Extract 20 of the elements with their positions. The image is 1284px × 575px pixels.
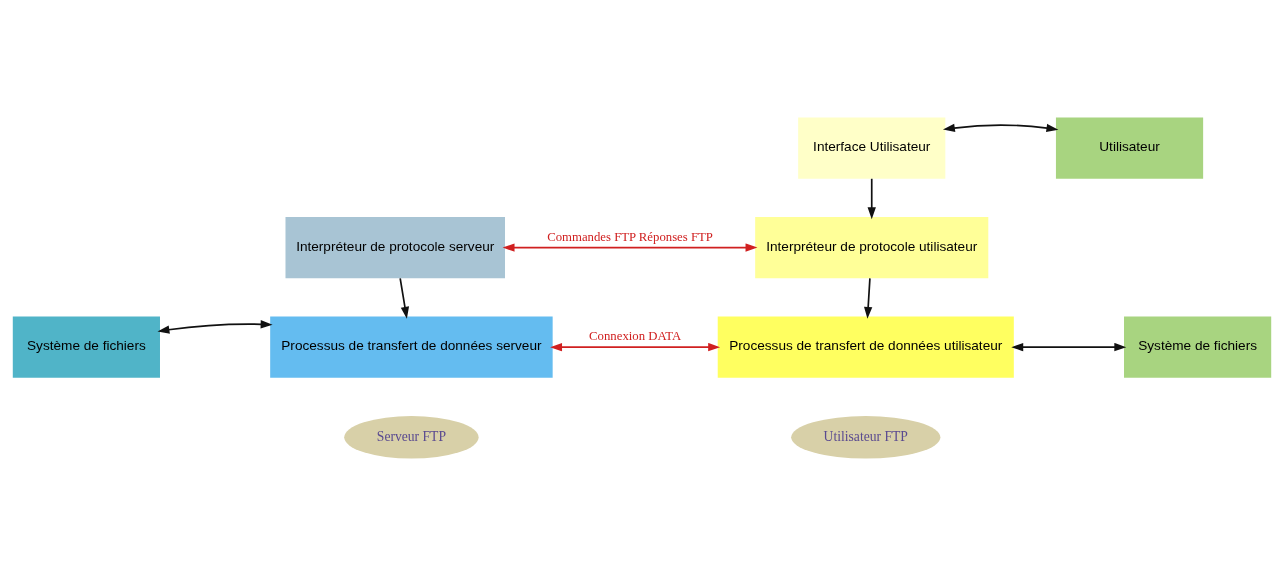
arrow <box>550 342 721 351</box>
node-ellipse: Utilisateur FTP <box>791 415 941 459</box>
node-box: Interpréteur de protocole utilisateur <box>755 216 989 278</box>
arrow <box>157 319 273 334</box>
node-box: Processus de transfert de données serveur <box>270 316 553 378</box>
edge-label: Connexion DATA <box>589 328 682 343</box>
node-box: Processus de transfert de données utilisateur <box>717 316 1014 378</box>
node-box: Interface Utilisateur <box>798 116 946 179</box>
node-box: Système de fichiers <box>1124 316 1272 378</box>
node-box: Système de fichiers <box>12 316 160 378</box>
arrow <box>399 276 410 319</box>
arrow <box>867 177 876 219</box>
arrow <box>942 123 1059 132</box>
arrow <box>1011 342 1127 351</box>
edge-label: Commandes FTP Réponses FTP <box>547 229 713 244</box>
arrow <box>864 276 873 319</box>
node-box: Utilisateur <box>1055 116 1204 179</box>
node-box: Interpréteur de protocole serveur <box>285 216 505 278</box>
arrow <box>502 242 758 252</box>
node-ellipse: Serveur FTP <box>344 415 479 459</box>
